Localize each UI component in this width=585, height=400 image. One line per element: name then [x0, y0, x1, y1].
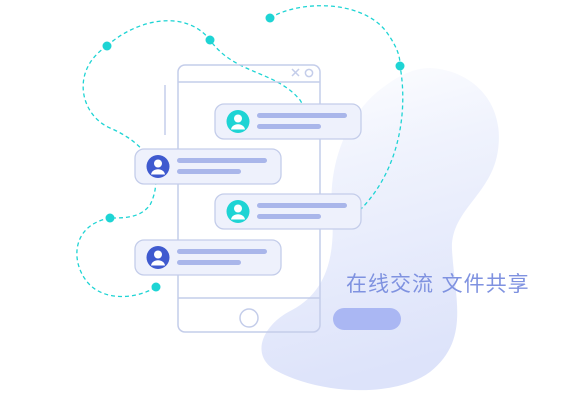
home-button-icon[interactable]	[239, 308, 259, 328]
close-icon	[291, 68, 300, 77]
camera-icon	[304, 68, 314, 78]
message-bubble[interactable]	[134, 148, 282, 185]
message-text-line	[177, 260, 241, 265]
message-text-line	[177, 169, 241, 174]
dashed-path-left-loop	[82, 45, 157, 219]
message-text-line	[177, 158, 267, 163]
message-text-line	[257, 203, 347, 208]
message-list	[134, 103, 362, 276]
dashed-path-bottom-left	[76, 217, 157, 298]
connection-nodes	[102, 13, 405, 292]
node-dot	[102, 41, 112, 51]
user-avatar-icon	[146, 155, 170, 178]
message-bubble[interactable]	[214, 193, 362, 230]
node-dot	[105, 213, 115, 223]
node-dot	[205, 35, 215, 45]
user-avatar-icon	[146, 246, 170, 269]
message-text-line	[257, 214, 321, 219]
action-button[interactable]	[333, 308, 401, 330]
message-bubble[interactable]	[214, 103, 362, 140]
background-blob	[261, 68, 499, 391]
user-avatar-icon	[226, 110, 250, 133]
tagline: 在线交流 文件共享	[346, 272, 530, 296]
node-dot	[151, 282, 161, 292]
bubble-background	[214, 193, 362, 230]
bubble-background	[134, 148, 282, 185]
bubble-background	[214, 103, 362, 140]
message-text-line	[177, 249, 267, 254]
bubble-background	[134, 239, 282, 276]
message-text-line	[257, 124, 321, 129]
node-dot	[265, 13, 275, 23]
node-dot	[395, 61, 405, 71]
message-text-line	[257, 113, 347, 118]
message-bubble[interactable]	[134, 239, 282, 276]
user-avatar-icon	[226, 200, 250, 223]
